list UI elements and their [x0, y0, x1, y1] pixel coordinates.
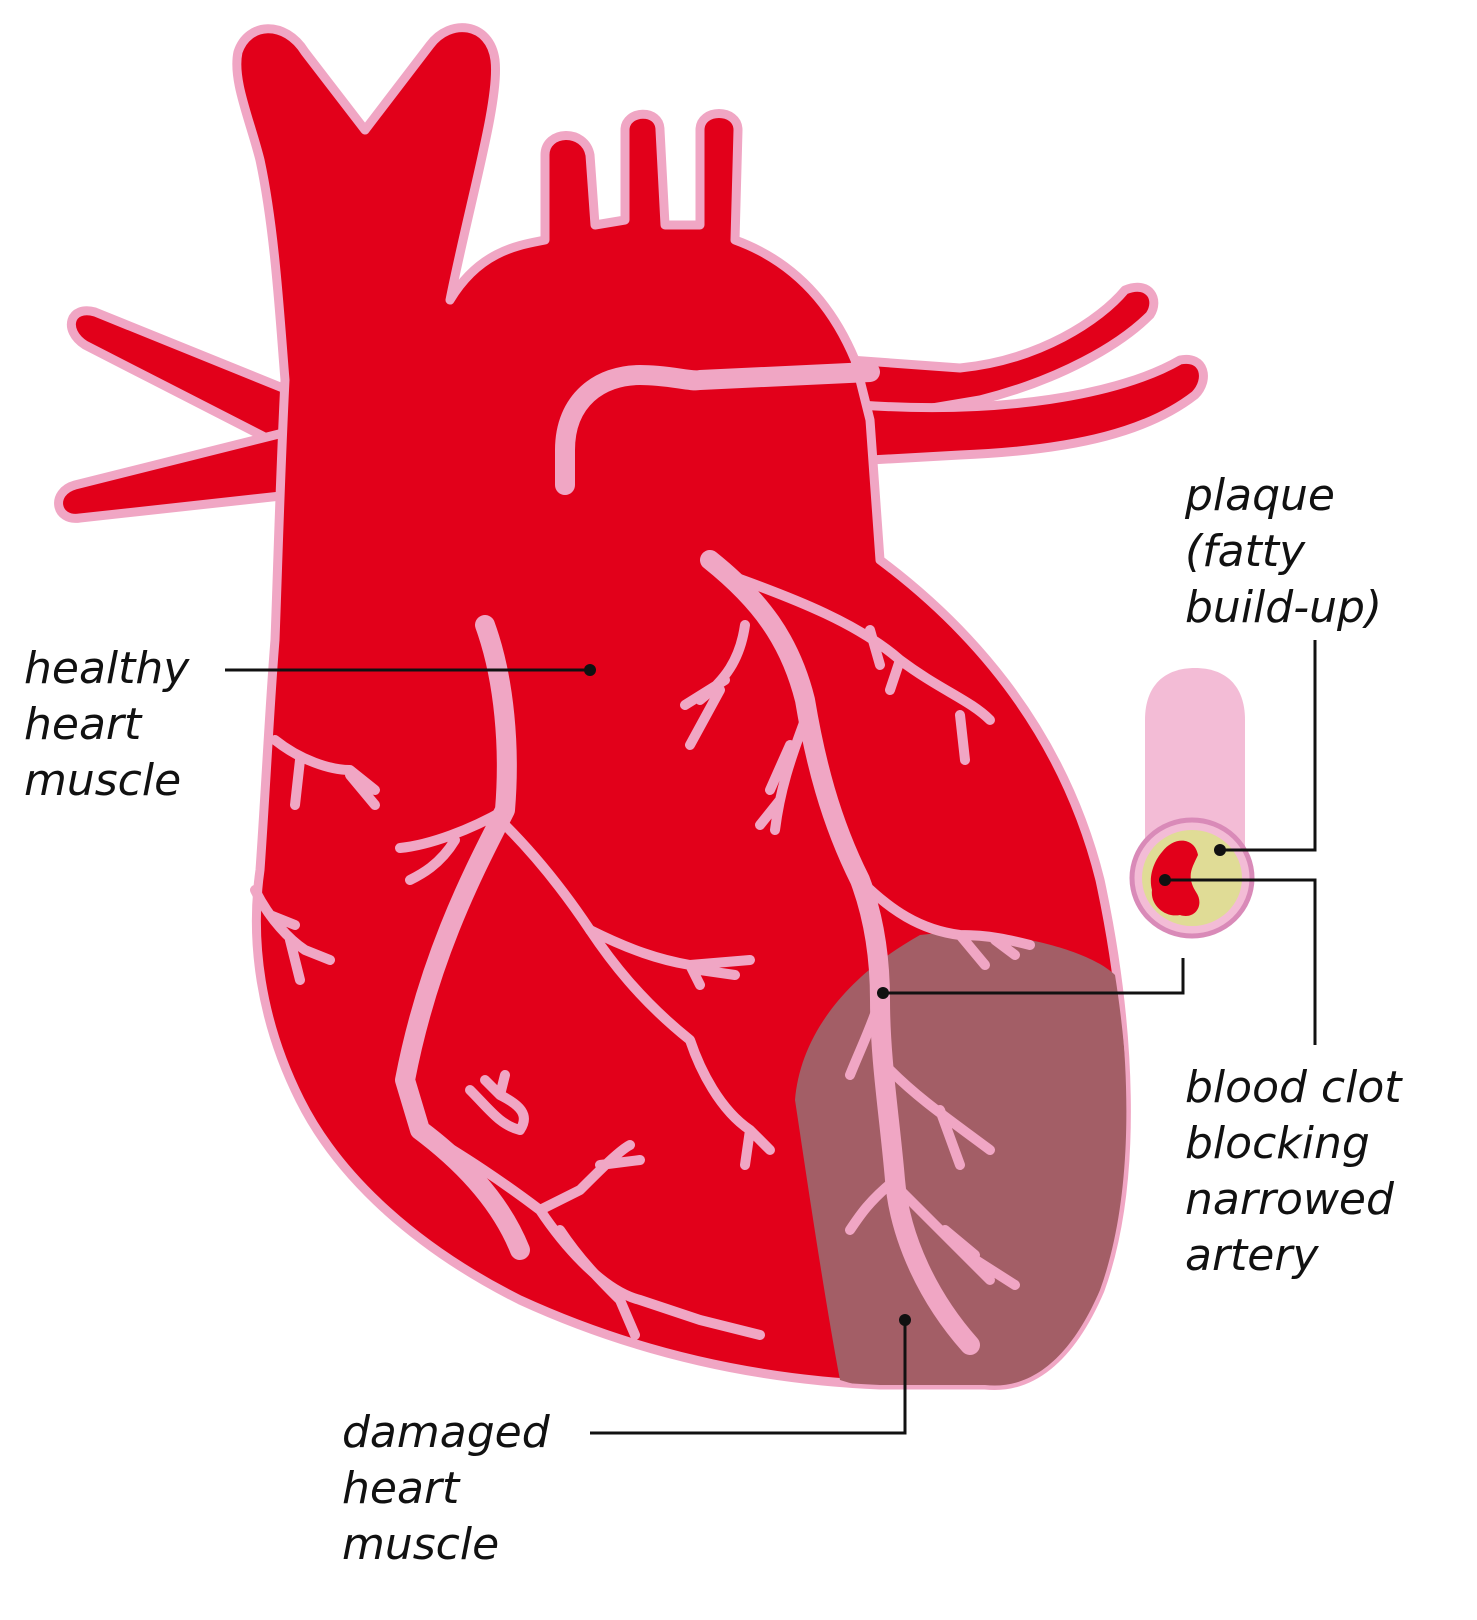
plaque-label: plaque (fatty build-up): [1184, 470, 1382, 633]
blocked-artery-dot: [877, 987, 889, 999]
clot-dot: [1159, 874, 1171, 886]
left-upper-pulmonary-vein: [71, 311, 300, 450]
heart-illustration: [59, 28, 1204, 1396]
artery-cross-section: [1132, 668, 1252, 936]
left-lower-pulmonary-vein: [59, 430, 295, 518]
damaged-heart-muscle-label: damaged heart muscle: [342, 1407, 564, 1570]
plaque-dot: [1214, 844, 1226, 856]
healthy-heart-muscle-label: healthy heart muscle: [24, 643, 203, 806]
healthy-dot: [584, 664, 596, 676]
damaged-dot: [899, 1314, 911, 1326]
blood-clot-label: blood clot blocking narrowed artery: [1185, 1062, 1416, 1281]
